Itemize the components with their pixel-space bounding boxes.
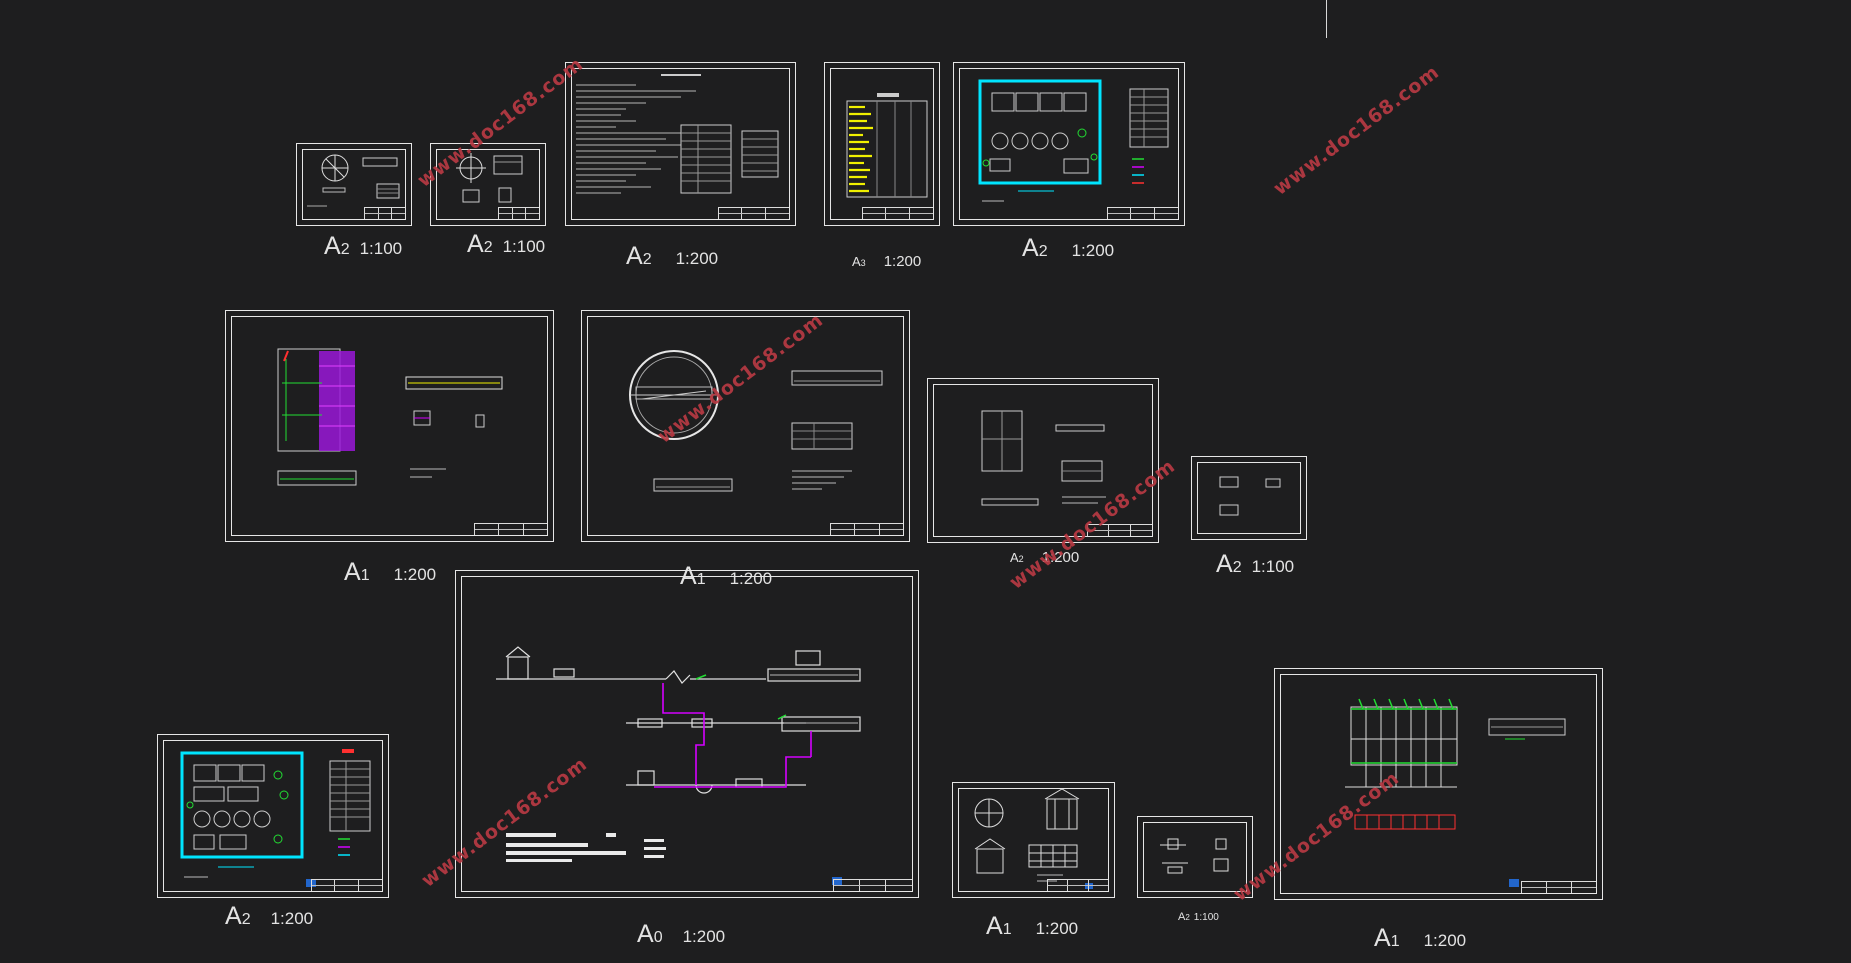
drawing-sheet-7[interactable] [581, 310, 910, 542]
sheet-6-aeration-tank [277, 348, 503, 486]
sheet-5-site-plan [978, 79, 1169, 202]
drawing-sheet-1[interactable] [296, 143, 412, 226]
sheet-2-linework [456, 153, 523, 203]
sheet-4-schedule-table [846, 93, 928, 198]
sheet-10-site-plan [180, 749, 371, 887]
sheet-3-text-notes [576, 74, 779, 194]
drawing-sheet-11[interactable] [455, 570, 919, 898]
drawing-sheet-8[interactable] [927, 378, 1159, 543]
drawing-sheet-12[interactable] [952, 782, 1115, 898]
drawing-sheet-9[interactable] [1191, 456, 1307, 540]
sheet-7-clarifier [629, 350, 883, 492]
sheet-1-linework [307, 154, 400, 207]
sheet-11-process-profile [496, 646, 861, 885]
crosshair-cursor-line [1326, 0, 1327, 38]
sheet-12-building-details [974, 788, 1093, 889]
watermark-text: www.doc168.com [1269, 60, 1444, 200]
drawing-sheet-14[interactable] [1274, 668, 1603, 900]
sheet-8-tank-section [981, 410, 1106, 506]
drawing-sheet-3[interactable] [565, 62, 796, 226]
drawing-sheet-4[interactable] [824, 62, 940, 226]
drawing-sheet-6[interactable] [225, 310, 554, 542]
sheet-14-filter-beds [1345, 698, 1566, 887]
drawing-sheet-13[interactable] [1137, 816, 1253, 898]
drawing-sheet-5[interactable] [953, 62, 1185, 226]
drawing-sheet-10[interactable] [157, 734, 389, 898]
drawing-sheet-2[interactable] [430, 143, 546, 226]
sheet-9-details [1219, 476, 1281, 516]
sheet-13-small-details [1160, 838, 1229, 874]
